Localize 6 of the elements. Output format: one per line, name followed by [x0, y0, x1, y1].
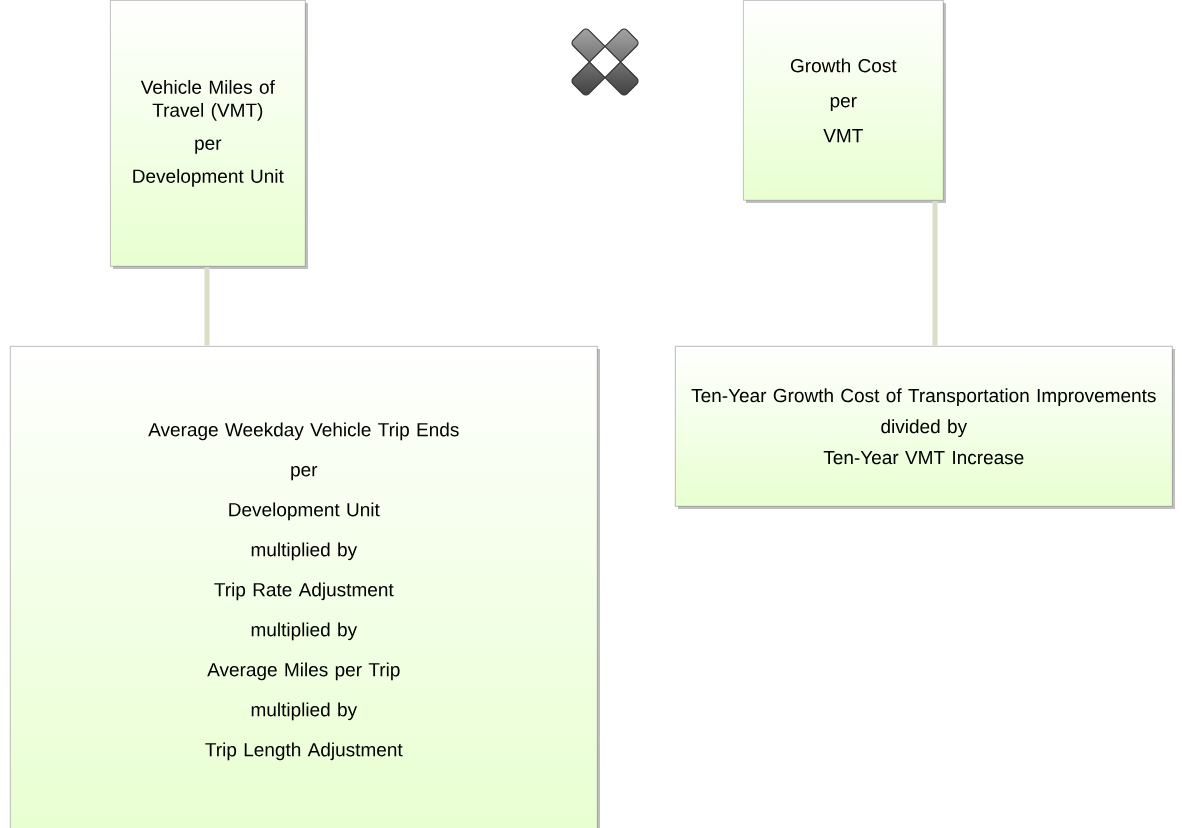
- text-box: Ten-Year Growth Cost of Transportation Improvements divided by Ten-Year VMT Increase: [675, 346, 1175, 509]
- text-box: Vehicle Miles of Travel (VMT) per Development Unit: [110, 0, 308, 269]
- text-box: Growth Cost per VMT: [743, 0, 946, 203]
- connector-line: [932, 201, 938, 346]
- connector-line: [204, 267, 210, 346]
- text-box: Average Weekday Vehicle Trip Ends per Development Unit multiplied by Trip Rate Adjustment multiplied by Average Miles per Trip multiplied by Trip Length Adjustment: [10, 346, 600, 828]
